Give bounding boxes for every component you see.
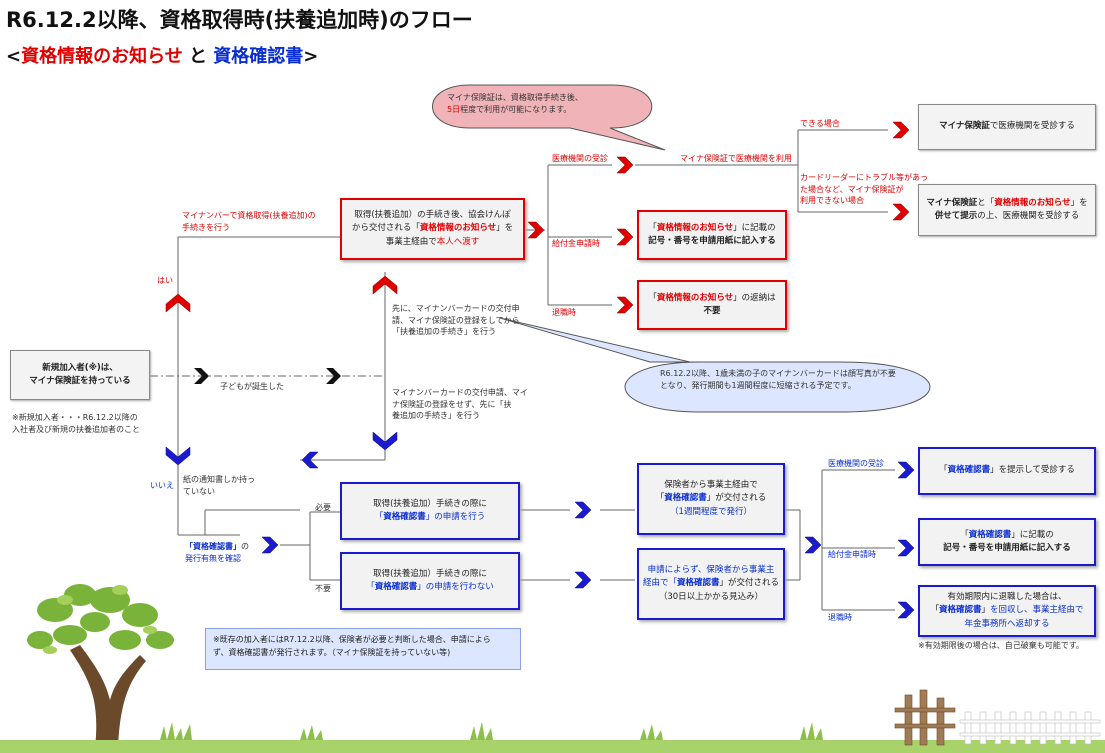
box-blue-issue1: 保険者から事業主経由で 「資格確認書」が交付される （1週間程度で発行） xyxy=(637,463,785,535)
label-my-number-proc: マイナンバーで資格取得(扶養追加)の手続きを行う xyxy=(182,211,316,232)
box-blue-retire: 有効期限内に退職した場合は、 「資格確認書」を回収し、事業主経由で 年金事務所へ… xyxy=(918,585,1096,637)
label-trouble: カードリーダーにトラブル等があった場合など、マイナ保険証が利用できない場合 xyxy=(800,173,928,206)
label-benefit: 給付金申請時 xyxy=(552,239,600,248)
box-blue-show: 「資格確認書」を提示して受診する xyxy=(918,447,1096,495)
label-can: できる場合 xyxy=(800,119,840,128)
box-blue-noneed: 取得(扶養追加）手続きの際に 「資格確認書」の申請を行わない xyxy=(340,552,520,610)
label-first-register: 先に、マイナンバーカードの交付申請、マイナ保険証の登録をしてから「扶養追加の手続… xyxy=(392,304,520,337)
label-not-needed: 不要 xyxy=(315,584,331,593)
label-needed: 必要 xyxy=(315,503,331,512)
label-no: いいえ xyxy=(150,481,174,490)
box-cannot-use: マイナ保険証と「資格情報のお知らせ」を 併せて提示の上、医療機関を受診する xyxy=(918,184,1096,236)
box-red-retire: 「資格情報のお知らせ」の返納は 不要 xyxy=(637,280,787,330)
box-proc-red: 取得(扶養追加）の手続き後、協会けんぽ から交付される「資格情報のお知らせ」を … xyxy=(340,198,525,260)
start-box: 新規加入者(※)は、マイナ保険証を持っている xyxy=(10,350,150,400)
page-title: R6.12.2以降、資格取得時(扶養追加時)のフロー xyxy=(6,8,473,32)
page-subtitle: <資格情報のお知らせ と 資格確認書> xyxy=(6,46,319,67)
fence-illustration xyxy=(894,689,956,746)
box-blue-benefit: 「資格確認書」に記載の 記号・番号を申請用紙に記入する xyxy=(918,518,1096,566)
label-paper-only: 紙の通知書しか持っていない xyxy=(183,475,255,496)
label-retire-b: 退職時 xyxy=(828,613,852,622)
box-blue-need: 取得(扶養追加）手続きの際に 「資格確認書」の申請を行う xyxy=(340,482,520,540)
label-use-my: マイナ保険証で医療機関を利用 xyxy=(680,154,792,163)
label-child-born: 子どもが誕生した xyxy=(220,382,284,391)
bubble-top-text: マイナ保険証は、資格取得手続き後、 5日程度で利用が可能になります。 xyxy=(447,93,583,114)
grass-illustration xyxy=(0,722,1105,753)
tree-illustration xyxy=(27,584,174,748)
start-note: ※新規加入者・・・R6.12.2以降の入社者及び新規の扶養追加者のこと xyxy=(12,413,140,434)
bubble-mid-text: R6.12.2以降、1歳未満の子のマイナンバーカードは顔写真が不要 となり、発行… xyxy=(660,369,896,390)
box-red-benefit: 「資格情報のお知らせ」に記載の 記号・番号を申請用紙に記入する xyxy=(637,210,787,260)
fence-white xyxy=(959,711,1101,745)
label-check-issue: 「資格確認書」の 発行有無を確認 xyxy=(185,542,249,563)
footnote-right: ※有効期限後の場合は、自己破棄も可能です。 xyxy=(918,641,1084,650)
label-apply-later: マイナンバーカードの交付申請、マイナ保険証の登録をせず、先に「扶養追加の手続き」… xyxy=(392,388,528,421)
box-can-use: マイナ保険証で医療機関を受診する xyxy=(918,104,1096,150)
label-retire: 退職時 xyxy=(552,308,576,317)
label-yes: はい xyxy=(157,276,173,285)
box-blue-issue2: 申請によらず、保険者から事業主 経由で「資格確認書」が交付される （30日以上か… xyxy=(637,548,785,620)
label-medical-visit-b: 医療機関の受診 xyxy=(828,459,884,468)
label-benefit-b: 給付金申請時 xyxy=(828,550,876,559)
label-medical-visit: 医療機関の受診 xyxy=(552,154,608,163)
bottom-note: ※既存の加入者にはR7.12.2以降、保険者が必要と判断した場合、申請によら ず… xyxy=(205,628,521,670)
